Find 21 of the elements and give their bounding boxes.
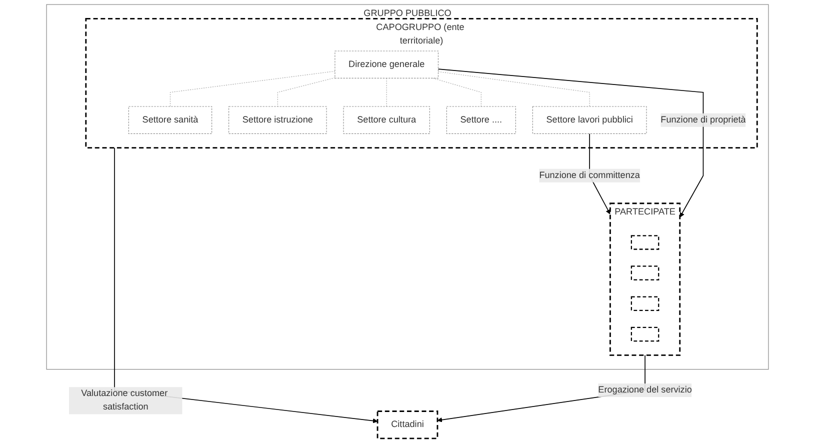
edge-label: Funzione di proprietà	[660, 114, 746, 125]
edge-label: Valutazione customer satisfaction	[80, 388, 168, 412]
node-box	[630, 235, 659, 250]
node-box: Settore istruzione	[228, 106, 326, 134]
node-box: Settore cultura	[342, 106, 430, 134]
connector	[437, 71, 590, 107]
node-box: Direzione generale	[334, 50, 438, 78]
edge-label: Funzione di committenza	[538, 170, 640, 180]
node-box: Cittadini	[376, 410, 438, 440]
node-box	[630, 326, 659, 342]
edge-label: Erogazione del servizio	[598, 385, 692, 395]
arrow	[437, 68, 704, 218]
cluster: PARTECIPATE	[608, 202, 680, 356]
node-box	[630, 296, 659, 311]
connector	[432, 78, 481, 107]
node-box: Settore sanità	[128, 106, 212, 134]
node-box: Settore lavori pubblici	[532, 106, 646, 134]
connector	[276, 77, 335, 107]
connector	[169, 70, 335, 107]
node-box	[630, 266, 659, 280]
node-box: Settore ....	[446, 106, 516, 134]
